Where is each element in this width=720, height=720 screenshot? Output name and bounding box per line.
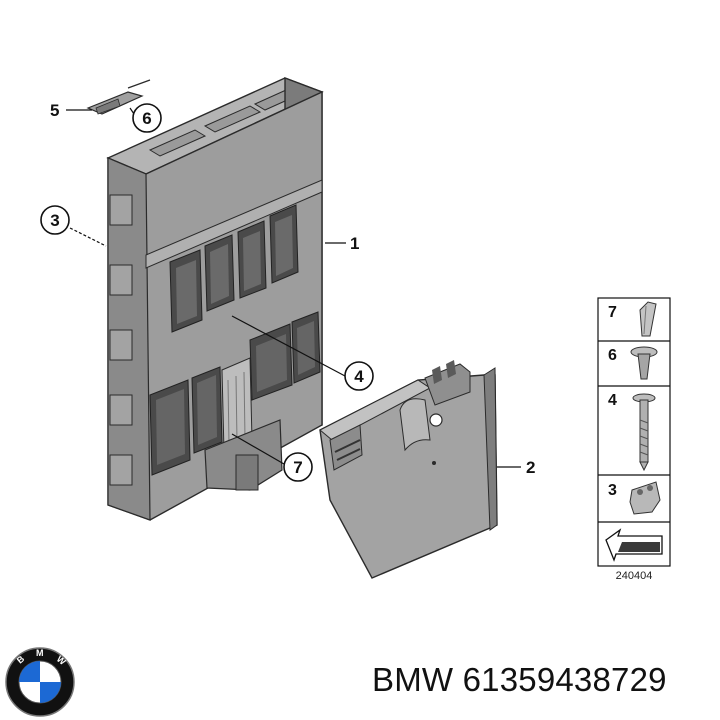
diagram-code: 240404 — [616, 570, 653, 582]
clip-icon — [639, 301, 657, 337]
control-module — [106, 76, 324, 521]
mounting-bracket — [319, 360, 498, 579]
svg-text:5: 5 — [50, 101, 59, 120]
svg-text:M: M — [36, 648, 44, 658]
fastener-legend: 7 6 4 3 — [597, 297, 671, 582]
svg-text:1: 1 — [350, 234, 359, 253]
svg-text:4: 4 — [354, 367, 364, 386]
arrow-symbol-icon — [605, 528, 663, 562]
legend-label-4: 4 — [608, 392, 617, 409]
legend-label-7: 7 — [608, 304, 617, 321]
clip-part — [86, 79, 151, 115]
leader-lines — [66, 107, 521, 468]
callout-7: 7 — [283, 452, 313, 482]
callout-4: 4 — [344, 361, 374, 391]
expanding-nut-icon — [629, 481, 661, 515]
push-nut-icon — [630, 346, 658, 380]
legend-label-3: 3 — [608, 482, 617, 499]
callout-6: 6 — [132, 103, 162, 133]
upper-connectors — [169, 204, 299, 333]
svg-text:B: B — [15, 653, 27, 665]
bmw-logo: B M W — [5, 647, 75, 717]
screw-icon — [632, 393, 656, 472]
svg-text:3: 3 — [50, 211, 59, 230]
callout-1: 1 — [350, 234, 359, 253]
svg-text:2: 2 — [526, 458, 535, 477]
callout-5: 5 — [50, 101, 59, 120]
callout-2: 2 — [526, 458, 535, 477]
legend-label-6: 6 — [608, 347, 617, 364]
svg-text:7: 7 — [293, 458, 302, 477]
svg-text:6: 6 — [142, 109, 151, 128]
footer-part-number: BMW 61359438729 — [372, 661, 667, 698]
callout-3: 3 — [40, 205, 70, 235]
lower-connectors — [149, 311, 321, 476]
